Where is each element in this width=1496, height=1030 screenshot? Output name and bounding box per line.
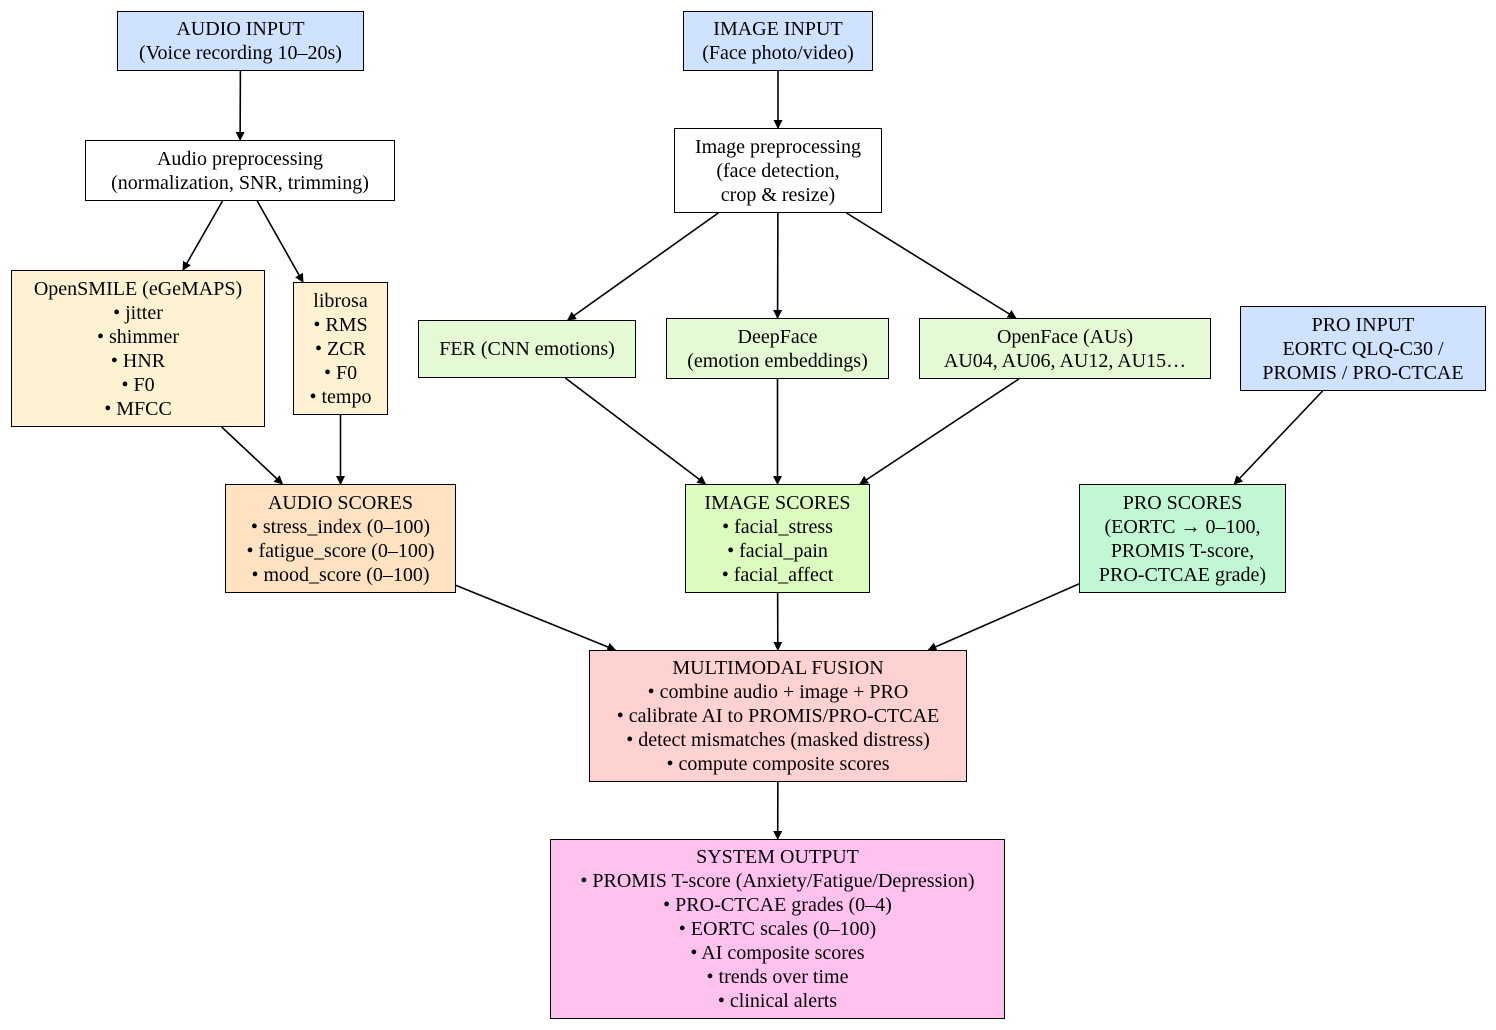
node-text-line: (EORTC → 0–100, — [1104, 515, 1261, 538]
node-text-line: • EORTC scales (0–100) — [678, 918, 877, 940]
openface-node: OpenFace (AUs)AU04, AU06, AU12, AU15… — [919, 318, 1211, 379]
image-preprocessing-node: Image preprocessing(face detection,crop … — [674, 128, 882, 213]
node-text-line: PRO INPUT — [1311, 313, 1415, 336]
arrow-audio_scores-to-fusion — [455, 584, 617, 652]
node-text-line: librosa — [313, 289, 368, 312]
deepface-node: DeepFace(emotion embeddings) — [666, 318, 889, 379]
node-text-line: PRO SCORES — [1122, 491, 1243, 514]
node-text-line: crop & resize) — [720, 183, 836, 206]
node-text-line: • stress_index (0–100) — [250, 515, 431, 538]
system-output-node: SYSTEM OUTPUT• PROMIS T-score (Anxiety/F… — [550, 839, 1005, 1019]
node-text-line: (face detection, — [716, 159, 840, 182]
node-text-line: • shimmer — [97, 325, 179, 348]
node-text-line: (Face photo/video) — [702, 42, 854, 64]
node-text-line: PROMIS / PRO-CTCAE — [1262, 361, 1464, 384]
node-text-line: EORTC QLQ-C30 / — [1282, 337, 1444, 360]
node-text-line: • F0 — [121, 373, 155, 396]
node-text-line: • mood_score (0–100) — [251, 563, 430, 586]
opensmile-node: OpenSMILE (eGeMAPS)• jitter• shimmer• HN… — [11, 270, 265, 427]
pro-scores-node: PRO SCORES(EORTC → 0–100,PROMIS T-score,… — [1079, 484, 1286, 593]
node-text-line: • jitter — [113, 301, 163, 324]
arrow-opensmile-to-audio_scores — [221, 426, 284, 485]
node-text-line: • compute composite scores — [666, 753, 890, 775]
node-text-line: IMAGE INPUT — [713, 18, 843, 40]
image-input-node: IMAGE INPUT(Face photo/video) — [683, 11, 873, 71]
node-text-line: • PROMIS T-score (Anxiety/Fatigue/Depres… — [580, 870, 975, 892]
audio-preprocessing-node: Audio preprocessing(normalization, SNR, … — [85, 140, 395, 201]
node-text-line: (normalization, SNR, trimming) — [111, 171, 369, 194]
node-text-line: AUDIO INPUT — [176, 18, 305, 40]
node-text-line: PRO-CTCAE grade) — [1098, 563, 1267, 586]
node-text-line: AUDIO SCORES — [267, 491, 414, 514]
arrow-openface-to-image_scores — [859, 378, 1020, 485]
node-text-line: • HNR — [110, 349, 166, 372]
node-text-line: • facial_affect — [721, 563, 834, 586]
node-text-line: Audio preprocessing — [156, 147, 324, 170]
node-text-line: FER (CNN emotions) — [439, 338, 615, 360]
node-text-line: • F0 — [323, 361, 358, 384]
arrow-audio_pre-to-librosa — [256, 200, 304, 283]
node-text-line: • ZCR — [315, 337, 366, 360]
node-text-line: DeepFace — [737, 325, 818, 348]
librosa-node: librosa• RMS• ZCR• F0• tempo — [293, 282, 388, 415]
audio-scores-node: AUDIO SCORES• stress_index (0–100)• fati… — [225, 484, 456, 593]
node-text-line: IMAGE SCORES — [704, 491, 851, 514]
node-text-line: • calibrate AI to PROMIS/PRO-CTCAE — [616, 705, 940, 727]
node-text-line: OpenSMILE (eGeMAPS) — [33, 277, 243, 300]
node-text-line: • detect mismatches (masked distress) — [626, 729, 930, 751]
audio-input-node: AUDIO INPUT(Voice recording 10–20s) — [117, 11, 364, 71]
node-text-line: • MFCC — [104, 397, 172, 420]
node-text-line: • clinical alerts — [717, 990, 838, 1012]
node-text-line: • AI composite scores — [690, 942, 865, 964]
node-text-line: OpenFace (AUs) — [996, 325, 1134, 348]
node-text-line: (Voice recording 10–20s) — [139, 42, 342, 64]
fer-node: FER (CNN emotions) — [418, 320, 636, 378]
node-text-line: (emotion embeddings) — [687, 349, 868, 372]
multimodal-fusion-node: MULTIMODAL FUSION• combine audio + image… — [589, 650, 967, 782]
node-text-line: Image preprocessing — [694, 135, 862, 158]
node-text-line: • tempo — [309, 385, 372, 408]
node-text-line: SYSTEM OUTPUT — [696, 846, 859, 868]
arrow-image_pre-to-openface — [846, 212, 1017, 319]
node-text-line: • PRO-CTCAE grades (0–4) — [663, 894, 892, 916]
node-text-line: • trends over time — [706, 966, 849, 988]
node-text-line: • facial_pain — [727, 539, 828, 562]
node-text-line: • fatigue_score (0–100) — [246, 539, 435, 562]
node-text-line: • facial_stress — [722, 515, 833, 538]
image-scores-node: IMAGE SCORES• facial_stress• facial_pain… — [685, 484, 870, 593]
node-text-line: • RMS — [313, 313, 368, 336]
arrow-fer-to-image_scores — [564, 377, 707, 485]
arrow-pro_scores-to-fusion — [927, 583, 1080, 651]
arrow-pro_input-to-pro_scores — [1233, 390, 1324, 485]
arrow-audio_pre-to-opensmile — [182, 200, 224, 271]
node-text-line: PROMIS T-score, — [1110, 539, 1255, 562]
arrow-image_pre-to-fer — [566, 212, 719, 321]
node-text-line: AU04, AU06, AU12, AU15… — [943, 349, 1187, 372]
node-text-line: • combine audio + image + PRO — [647, 681, 909, 703]
node-text-line: MULTIMODAL FUSION — [672, 657, 884, 679]
